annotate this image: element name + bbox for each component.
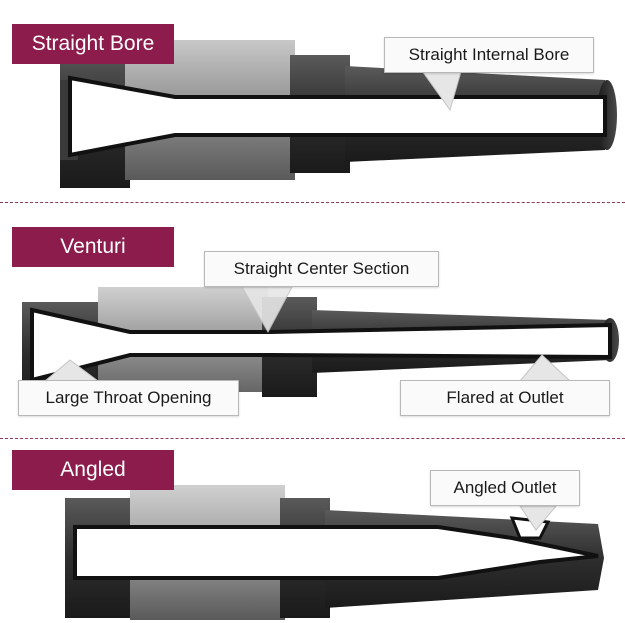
straight-bore-nozzle-diagram bbox=[60, 40, 617, 188]
callout-straight-internal-bore: Straight Internal Bore bbox=[384, 37, 594, 73]
callout-large-throat-opening: Large Throat Opening bbox=[18, 380, 239, 416]
callout-label: Flared at Outlet bbox=[446, 388, 564, 407]
section-title-tag: Angled bbox=[12, 450, 174, 490]
section-title: Venturi bbox=[60, 235, 126, 258]
callout-label: Straight Internal Bore bbox=[408, 45, 570, 64]
callout-pointer bbox=[519, 505, 558, 531]
straight-bore-channel bbox=[68, 75, 607, 158]
callout-label: Angled Outlet bbox=[453, 478, 557, 497]
angled-bore-channel bbox=[73, 525, 599, 580]
angled-nozzle-diagram bbox=[65, 485, 604, 620]
straight-bore-panel: Straight Bore Straight Internal Bore bbox=[0, 0, 625, 205]
section-title: Straight Bore bbox=[31, 32, 155, 55]
callout-label: Straight Center Section bbox=[233, 259, 410, 278]
section-divider bbox=[0, 438, 625, 439]
callout-label: Large Throat Opening bbox=[45, 388, 212, 407]
callout-angled-outlet: Angled Outlet bbox=[430, 470, 580, 506]
callout-pointer bbox=[241, 286, 293, 334]
section-title-tag: Venturi bbox=[12, 227, 174, 267]
venturi-nozzle-diagram bbox=[22, 286, 619, 402]
section-title: Angled bbox=[60, 458, 126, 481]
venturi-panel: Venturi Straight Center Section Large Th… bbox=[0, 205, 625, 440]
section-title-tag: Straight Bore bbox=[12, 24, 174, 64]
callout-straight-center-section: Straight Center Section bbox=[204, 251, 439, 287]
angled-panel: Angled Angled Outlet bbox=[0, 440, 625, 623]
section-divider bbox=[0, 202, 625, 203]
callout-flared-at-outlet: Flared at Outlet bbox=[400, 380, 610, 416]
